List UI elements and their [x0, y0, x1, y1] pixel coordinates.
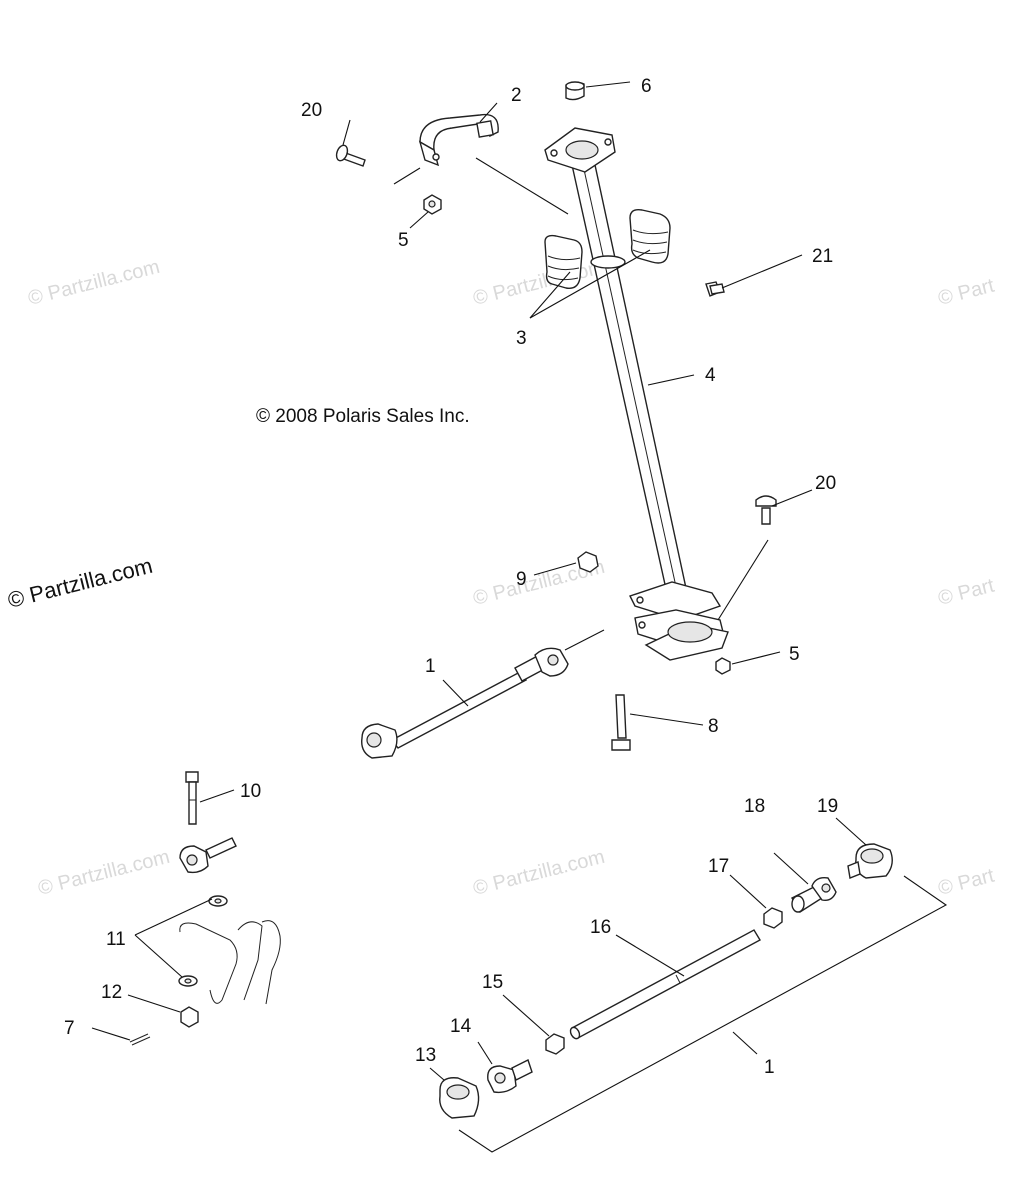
grease-fitting-part — [705, 281, 725, 297]
ball-joint-14 — [487, 1059, 533, 1094]
callout-20-upper: 20 — [301, 100, 322, 121]
callout-1-upper: 1 — [425, 656, 436, 677]
partzilla-watermark: © Partzilla.com — [5, 553, 155, 613]
jam-nut-17 — [763, 907, 783, 929]
leader-lines — [91, 81, 948, 1153]
nut-5-upper — [423, 194, 442, 215]
callout-12: 12 — [101, 982, 122, 1003]
callout-10: 10 — [240, 781, 261, 802]
pitman-arm-outline — [179, 920, 281, 1005]
callout-1-lower: 1 — [764, 1057, 775, 1078]
washer-11-lower — [178, 975, 198, 987]
callout-20-lower: 20 — [815, 473, 836, 494]
tie-rod-end-19 — [847, 843, 893, 879]
nut-9-part — [577, 551, 599, 573]
watermark-left-top: © Partzilla.com — [26, 256, 162, 310]
nut-5-lower — [715, 657, 731, 675]
cap-part — [565, 81, 585, 101]
nut-12-part — [180, 1006, 199, 1028]
tie-rod-upper-part — [361, 647, 569, 759]
watermark-center-bottom: © Partzilla.com — [471, 846, 607, 900]
jam-nut-15 — [545, 1033, 565, 1055]
callout-17: 17 — [708, 856, 729, 877]
callout-19-label: 18 — [744, 796, 765, 817]
callout-4: 4 — [705, 365, 716, 386]
callout-labels: 2 6 20 5 21 3 4 20 9 5 1 8 10 18 19 17 1… — [64, 76, 838, 1078]
callout-7: 7 — [64, 1018, 75, 1039]
callout-15: 15 — [482, 972, 503, 993]
cotter-pin-part — [129, 1033, 151, 1046]
bushing-parts — [544, 208, 671, 289]
callout-5-lower: 5 — [789, 644, 800, 665]
clamp-part — [418, 113, 499, 167]
callout-5-upper: 5 — [398, 230, 409, 251]
callout-14: 14 — [450, 1016, 472, 1037]
copyright-notice: © 2008 Polaris Sales Inc. — [256, 406, 470, 427]
bolt-8-part — [611, 694, 631, 751]
watermark-right-bottom: © Part — [936, 865, 997, 900]
callout-2: 2 — [511, 85, 522, 106]
callout-21: 21 — [812, 246, 833, 267]
callout-3: 3 — [516, 328, 527, 349]
watermark-right-mid: © Part — [936, 575, 997, 610]
callout-8: 8 — [708, 716, 719, 737]
watermark-right-top: © Part — [936, 275, 997, 310]
bolt-20-lower — [755, 495, 777, 525]
callout-11: 11 — [106, 929, 126, 950]
ball-joint-18 — [791, 876, 837, 913]
rod-end-left-part — [179, 837, 237, 874]
callout-13: 13 — [415, 1045, 436, 1066]
callout-16: 16 — [590, 917, 611, 938]
bolt-10-part — [185, 771, 199, 825]
steering-post-part — [544, 127, 729, 661]
washer-11-upper — [208, 895, 228, 907]
callout-6: 6 — [641, 76, 652, 97]
adjuster-tube-16 — [569, 929, 761, 1040]
tie-rod-end-13 — [439, 1077, 480, 1119]
bolt-20-upper — [335, 144, 366, 167]
callout-19: 19 — [817, 796, 838, 817]
callout-9: 9 — [516, 569, 527, 590]
watermarks: © Partzilla.com © Partzilla.com © Part ©… — [26, 256, 997, 900]
watermark-left-bottom: © Partzilla.com — [36, 846, 172, 900]
watermark-center-top: © Partzilla.com — [471, 256, 607, 310]
